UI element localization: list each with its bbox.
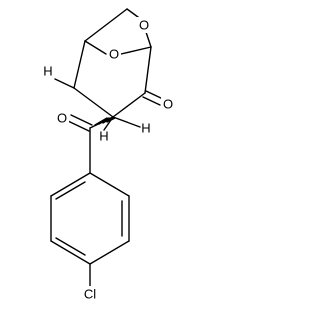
atom-labels: O O H O O H H Cl: [43, 17, 175, 302]
hydrogen-mid-label: H: [99, 129, 108, 144]
bond-oring1-c5: [145, 31, 152, 48]
bond-c3-ccarbonyl: [89, 116, 114, 129]
bond-c3-hmid: [103, 116, 114, 131]
oxygen-carbonyl-label: O: [57, 111, 67, 126]
bond-oring2-c5: [120, 46, 152, 55]
chemical-structure: O O H O O H H Cl: [43, 8, 175, 302]
oxygen-ketone-label: O: [163, 97, 173, 112]
oxygen-ring-1-label: O: [139, 18, 149, 33]
bond-c2-hleft: [54, 78, 75, 89]
chlorine-label: Cl: [84, 287, 96, 302]
bond-c2-c3: [73, 87, 114, 118]
bond-c4-c3: [112, 92, 146, 118]
oxygen-ring-2-label: O: [109, 47, 119, 62]
carbonyl-double-bond: [67, 114, 93, 132]
benzene-ring: [50, 172, 130, 265]
hydrogen-left-label: H: [43, 64, 52, 79]
bond-c3-hright: [112, 116, 141, 128]
ketone-bond: [142, 90, 164, 106]
bond-c4-oketone-1: [145, 90, 164, 100]
bicyclic-ring-bonds: [73, 8, 152, 118]
hydrogen-right-label: H: [141, 121, 150, 136]
bond-c1-c2: [73, 40, 86, 89]
bond-c4-oketone-2: [142, 96, 161, 106]
bond-c5-c4: [144, 46, 152, 94]
bond-ch2-c1: [84, 8, 128, 42]
bond-c1-oring2: [84, 40, 107, 55]
